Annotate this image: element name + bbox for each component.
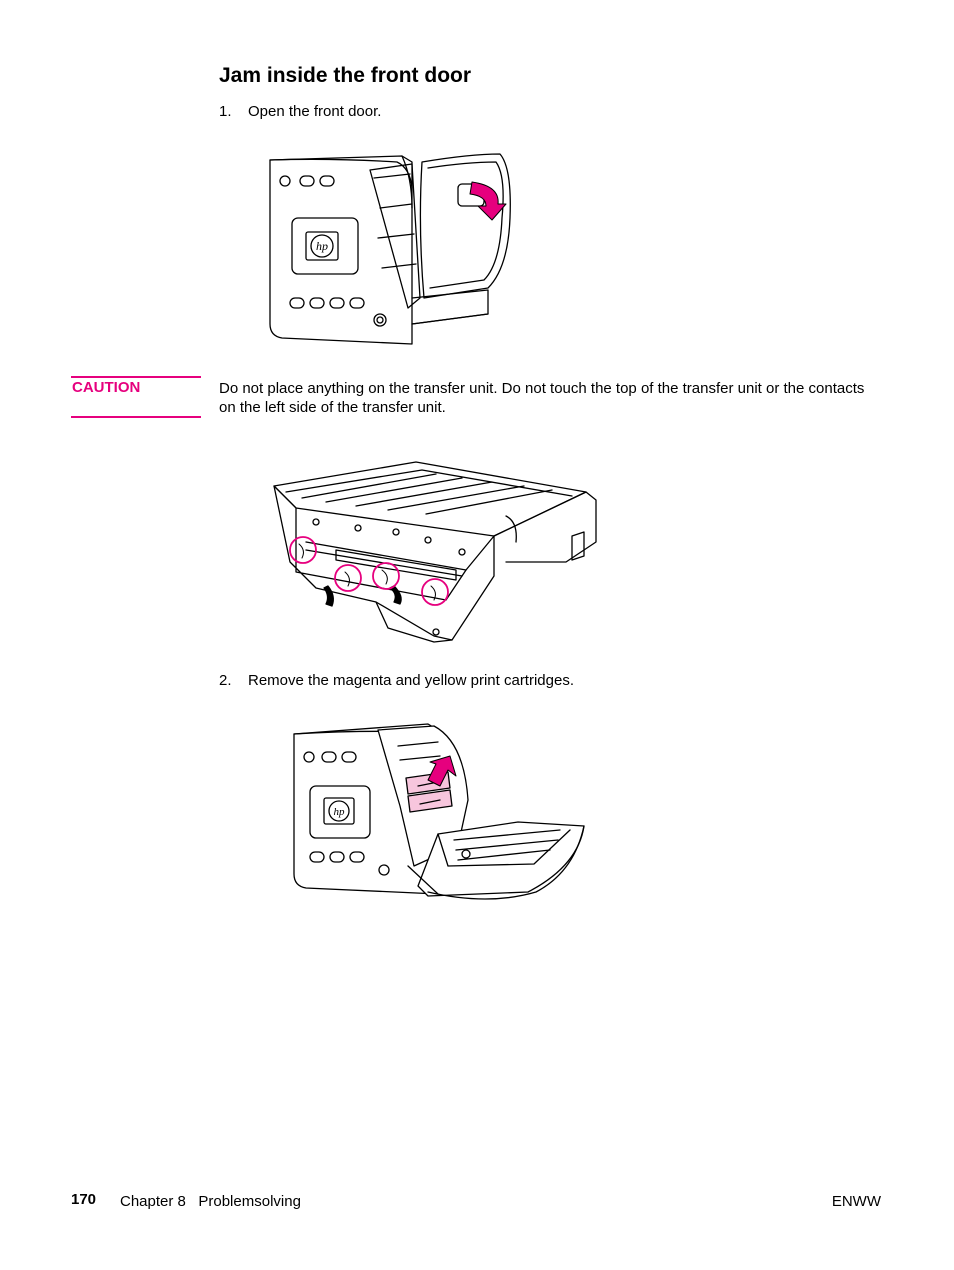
caution-text: Do not place anything on the transfer un…	[219, 380, 865, 416]
remove-cartridges-figure: hp	[293, 723, 585, 900]
caution-top-rule	[71, 376, 201, 378]
hp-logo-icon: hp	[323, 797, 355, 825]
transfer-unit-figure	[273, 461, 597, 643]
page-number: 170	[71, 1191, 97, 1208]
open-door-arrow-icon	[469, 181, 507, 221]
printer-front-door-figure: hp	[269, 153, 511, 345]
hp-logo-text: hp	[334, 806, 346, 818]
step-2: 2. Remove the magenta and yellow print ca…	[219, 672, 574, 689]
step-number: 1.	[219, 103, 232, 120]
step-number: 2.	[219, 672, 232, 689]
remove-up-arrow-icon	[427, 755, 457, 787]
yellow-cartridge	[407, 789, 453, 813]
hp-logo-icon: hp	[305, 231, 339, 261]
footer-edition: ENWW	[831, 1193, 881, 1210]
step-text: Remove the magenta and yellow print cart…	[248, 672, 575, 689]
caution-bottom-rule	[71, 416, 201, 418]
footer-chapter-text: Chapter 8 Problemsolving	[120, 1193, 301, 1210]
step-1: 1. Open the front door.	[219, 103, 381, 120]
hp-logo-text: hp	[316, 239, 328, 253]
section-title: Jam inside the front door	[219, 64, 472, 87]
footer-chapter: Chapter 8 Problemsolving	[120, 1193, 301, 1210]
caution-label: CAUTION	[72, 379, 141, 396]
contact-highlight-icon	[289, 536, 449, 606]
step-text: Open the front door.	[248, 103, 382, 120]
